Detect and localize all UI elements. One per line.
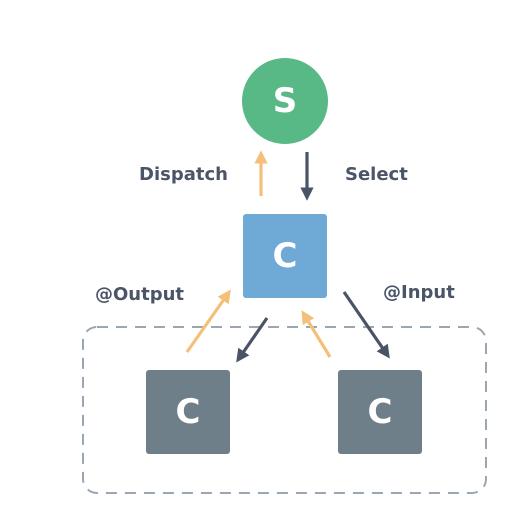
container-node[interactable]: C — [243, 214, 327, 298]
child-box-right — [338, 370, 422, 454]
store-node-label: S — [273, 81, 298, 121]
child-group-border — [82, 326, 487, 494]
input-label: @Input — [383, 282, 455, 303]
output-arrow — [185, 289, 231, 353]
dispatch-label: Dispatch — [139, 164, 228, 185]
select-label: Select — [345, 164, 408, 185]
container-box — [243, 214, 327, 298]
store-node[interactable]: S — [242, 58, 328, 144]
child-node-right[interactable]: C — [338, 370, 422, 454]
container-to-left-child-arrow — [236, 317, 269, 363]
input-arrow — [342, 291, 390, 359]
output-label: @Output — [95, 284, 184, 305]
child-node-left-label: C — [176, 392, 201, 432]
child-node-left[interactable]: C — [146, 370, 230, 454]
store-circle — [242, 58, 328, 144]
child-node-right-label: C — [368, 392, 393, 432]
child-box-left — [146, 370, 230, 454]
container-node-label: C — [273, 236, 298, 276]
right-child-output-arrow — [301, 310, 332, 358]
